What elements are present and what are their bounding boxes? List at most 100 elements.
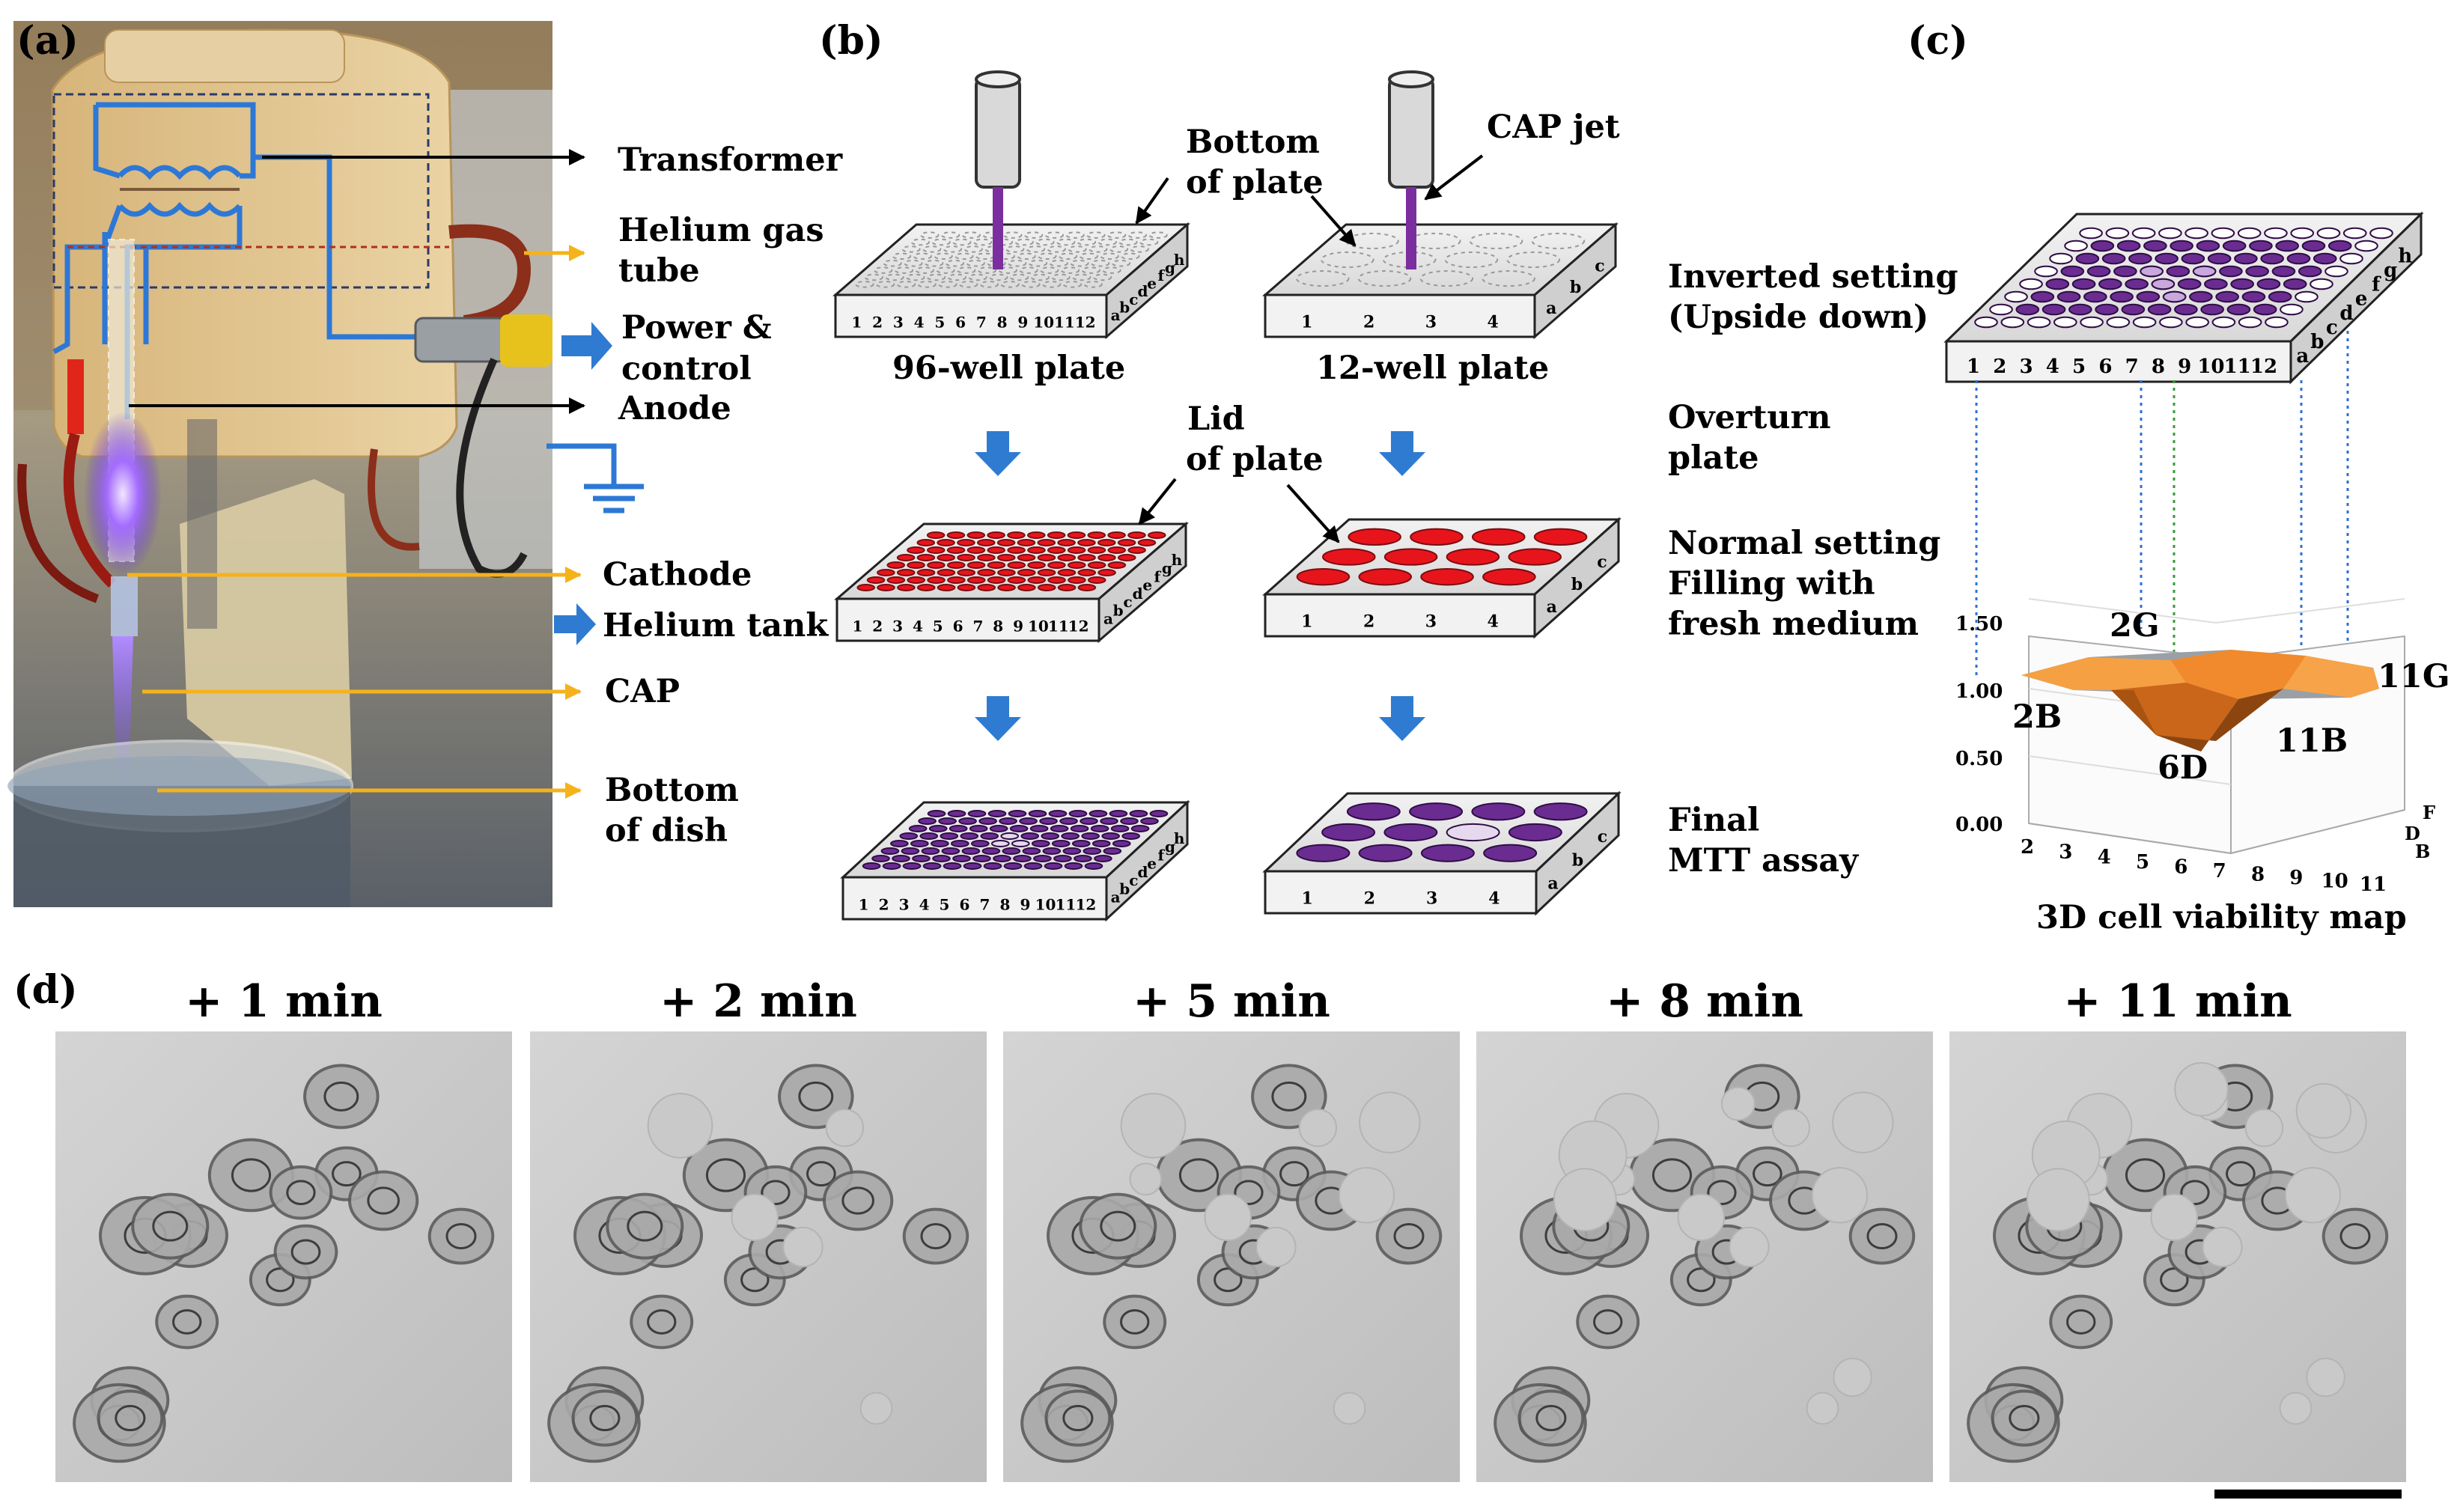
well bbox=[1097, 554, 1116, 561]
well bbox=[1321, 251, 1374, 269]
bleb bbox=[2150, 1193, 2199, 1242]
column-label: 3 bbox=[1425, 313, 1437, 332]
well bbox=[2211, 316, 2236, 329]
cell-nucleus bbox=[2226, 1161, 2256, 1187]
well bbox=[1007, 561, 1026, 569]
well bbox=[1060, 266, 1080, 274]
row-label: b bbox=[1570, 278, 1581, 297]
well bbox=[874, 266, 893, 274]
well bbox=[885, 273, 904, 281]
well bbox=[1469, 232, 1523, 249]
point-2g: 2G bbox=[2110, 607, 2160, 644]
row-label: c bbox=[1597, 552, 1607, 572]
well bbox=[937, 584, 956, 591]
well bbox=[855, 281, 874, 288]
bleb bbox=[2202, 1226, 2243, 1268]
well bbox=[2295, 290, 2319, 303]
row-label: a bbox=[1547, 874, 1558, 894]
cap-jet-pointer bbox=[1424, 154, 1484, 201]
well bbox=[1037, 539, 1056, 546]
cell-nucleus bbox=[445, 1222, 477, 1250]
well bbox=[936, 266, 955, 274]
well bbox=[1348, 528, 1401, 546]
row-label: a bbox=[1547, 597, 1557, 617]
bleb bbox=[2284, 1167, 2342, 1224]
well bbox=[978, 817, 997, 825]
cell-nucleus bbox=[2066, 1309, 2096, 1335]
well bbox=[2166, 265, 2190, 278]
row-label: e bbox=[1147, 275, 1157, 293]
well bbox=[1087, 561, 1106, 569]
panel-d: (d) + 1 min+ 2 min+ 5 min+ 8 min+ 11 min bbox=[13, 967, 2406, 1499]
column-label: 2 bbox=[1993, 356, 2006, 378]
well bbox=[1295, 270, 1350, 287]
cell-nucleus bbox=[1100, 1210, 1136, 1242]
well bbox=[1109, 810, 1128, 817]
well bbox=[2369, 227, 2393, 240]
row-label: a bbox=[2296, 345, 2309, 368]
well bbox=[1148, 531, 1166, 539]
column-label: 8 bbox=[1000, 896, 1011, 914]
cell bbox=[1079, 1192, 1157, 1260]
cell bbox=[1991, 1389, 2058, 1447]
well bbox=[1011, 840, 1030, 847]
x-tick: 9 bbox=[2289, 867, 2303, 889]
cell bbox=[1103, 1294, 1167, 1350]
well bbox=[1017, 539, 1036, 546]
well bbox=[2053, 316, 2077, 329]
well bbox=[945, 259, 965, 267]
column-label: 2 bbox=[872, 618, 883, 635]
cell bbox=[155, 1294, 219, 1350]
time-label: + 1 min bbox=[185, 975, 383, 1028]
well bbox=[1100, 252, 1119, 260]
time-label: + 11 min bbox=[2063, 975, 2292, 1028]
cell-nucleus bbox=[920, 1222, 952, 1250]
well bbox=[2265, 316, 2289, 329]
well bbox=[1090, 825, 1109, 832]
well bbox=[1057, 584, 1077, 591]
well bbox=[1002, 847, 1021, 855]
column-label: 4 bbox=[2046, 356, 2059, 378]
well bbox=[916, 554, 936, 561]
well bbox=[979, 281, 999, 288]
cell bbox=[1517, 1389, 1585, 1447]
well bbox=[1446, 548, 1500, 566]
well bbox=[1007, 546, 1026, 554]
well bbox=[2132, 316, 2157, 329]
well bbox=[883, 259, 902, 267]
well bbox=[1080, 817, 1098, 825]
row-label: b bbox=[1572, 850, 1583, 870]
well bbox=[1322, 548, 1376, 566]
well bbox=[1092, 273, 1112, 281]
plate-side bbox=[1105, 799, 1189, 922]
well bbox=[946, 546, 966, 554]
viability-surface bbox=[2021, 650, 2379, 752]
cell-nucleus bbox=[1393, 1222, 1425, 1250]
x-tick: 7 bbox=[2213, 860, 2226, 882]
cell-nucleus bbox=[1535, 1404, 1567, 1432]
well bbox=[1117, 539, 1136, 546]
column-label: 1 bbox=[859, 896, 869, 914]
well bbox=[927, 810, 946, 817]
cell bbox=[427, 1207, 495, 1265]
column-label: 6 bbox=[2098, 356, 2112, 378]
well bbox=[1483, 844, 1538, 862]
well bbox=[960, 832, 979, 840]
well bbox=[987, 531, 1005, 539]
well bbox=[1409, 802, 1464, 821]
anode-label: Anode bbox=[618, 390, 731, 427]
cell bbox=[630, 1294, 694, 1350]
well bbox=[922, 246, 942, 253]
column-label: 7 bbox=[980, 896, 990, 914]
well bbox=[2271, 265, 2296, 278]
well bbox=[1117, 554, 1136, 561]
cell-nucleus bbox=[1753, 1161, 1782, 1187]
well bbox=[896, 569, 916, 576]
well bbox=[943, 246, 963, 253]
well bbox=[2237, 227, 2262, 240]
cathode-label: Cathode bbox=[603, 556, 752, 594]
x-tick: 4 bbox=[2098, 846, 2111, 868]
